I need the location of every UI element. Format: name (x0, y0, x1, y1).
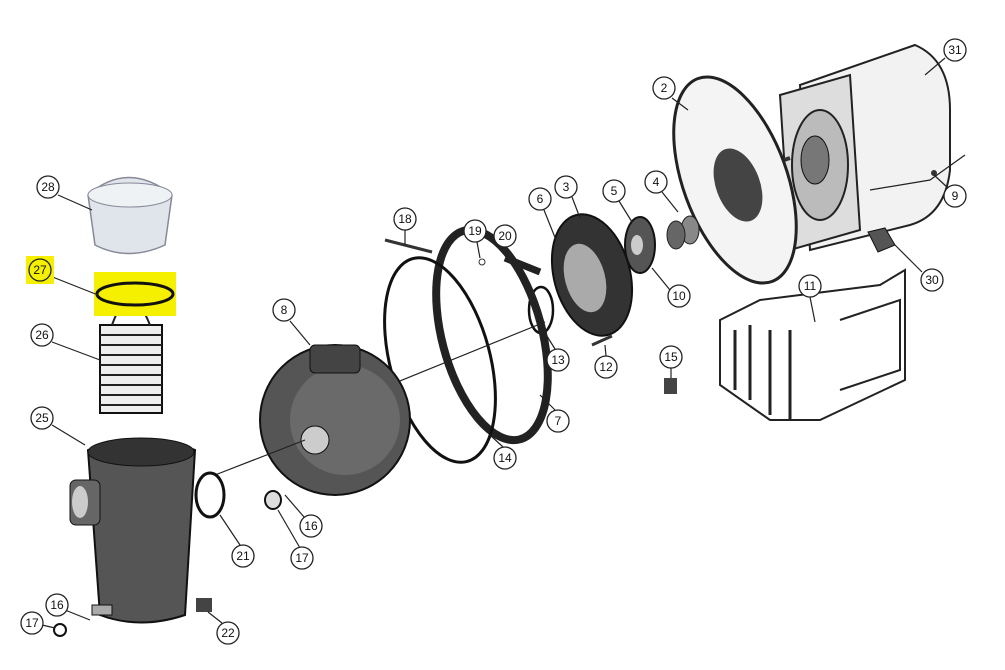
callout-label: 16 (50, 598, 64, 612)
callout-label: 17 (295, 551, 309, 565)
part-pump-housing (214, 344, 411, 496)
part-bracket (867, 227, 896, 253)
part-screw-9 (931, 170, 937, 176)
callout: 2 (652, 76, 676, 100)
callout-label: 19 (468, 224, 482, 238)
callout: 20 (493, 224, 517, 248)
callout-label: 14 (498, 451, 512, 465)
part-bolt-15 (664, 378, 677, 394)
callout-label: 3 (563, 180, 570, 194)
callout: 6 (528, 187, 552, 211)
part-o-ring-21 (194, 471, 226, 519)
part-impeller (624, 216, 656, 274)
callout: 15 (659, 345, 683, 369)
callout: 22 (216, 621, 240, 645)
callout-label: 11 (804, 279, 817, 293)
part-washer (478, 258, 486, 266)
callout-label: 20 (498, 229, 512, 243)
callout-label: 6 (537, 192, 544, 206)
callout: 16 (45, 593, 69, 617)
callout: 11 (798, 274, 822, 298)
part-bolt-22 (196, 598, 212, 612)
callout: 17 (290, 546, 314, 570)
callout-label: 9 (952, 189, 959, 203)
callout: 10 (667, 284, 691, 308)
callout: 26 (30, 323, 54, 347)
callout: 14 (493, 446, 517, 470)
part-drain-plug-small (53, 623, 67, 637)
callout-label: 5 (611, 184, 618, 198)
callout: 3 (554, 175, 578, 199)
callout: 30 (920, 268, 944, 292)
callout: 25 (30, 406, 54, 430)
callout-label: 16 (304, 519, 318, 533)
callout-label: 7 (555, 414, 562, 428)
callout-label: 8 (281, 303, 288, 317)
callout: 4 (644, 170, 668, 194)
callout-label: 21 (236, 549, 250, 563)
callout-label: 10 (672, 289, 686, 303)
callout: 28 (36, 175, 60, 199)
callout: 16 (299, 514, 323, 538)
part-motor-base (719, 268, 906, 421)
callout-label: 13 (551, 353, 565, 367)
callout: 21 (231, 544, 255, 568)
callout: 5 (602, 179, 626, 203)
callout-label: 25 (35, 411, 49, 425)
callout-label: 27 (33, 263, 47, 277)
part-bolt-12 (591, 334, 613, 347)
highlight-o-ring (94, 272, 176, 316)
callout-highlighted: 27 (28, 258, 52, 282)
callout-label: 30 (925, 273, 939, 287)
part-seal-plate (672, 75, 798, 285)
part-clamp-ring (432, 225, 552, 445)
callout-label: 26 (35, 328, 49, 342)
part-strainer-pot (69, 437, 197, 624)
callout: 13 (546, 348, 570, 372)
callout-label: 22 (221, 626, 235, 640)
part-shaft-seal (666, 215, 700, 250)
callout: 12 (594, 355, 618, 379)
callout-label: 31 (948, 43, 962, 57)
callout-label: 18 (398, 212, 412, 226)
leader-lines (41, 57, 949, 629)
callout-label: 15 (664, 350, 678, 364)
callout-label: 4 (653, 175, 660, 189)
callout: 8 (272, 298, 296, 322)
part-strainer-lid (87, 176, 173, 255)
part-screw (384, 238, 433, 254)
callout-label: 2 (661, 81, 668, 95)
part-diffuser (550, 213, 634, 337)
part-strainer-basket (99, 299, 163, 414)
callout-label: 28 (41, 180, 55, 194)
callout-label: 12 (599, 360, 613, 374)
callout: 7 (546, 409, 570, 433)
part-drain-plug (264, 490, 282, 510)
callout: 9 (943, 184, 967, 208)
callout: 17 (20, 611, 44, 635)
callout-label: 17 (25, 616, 39, 630)
callout: 31 (943, 38, 967, 62)
callout: 19 (463, 219, 487, 243)
callout: 18 (393, 207, 417, 231)
